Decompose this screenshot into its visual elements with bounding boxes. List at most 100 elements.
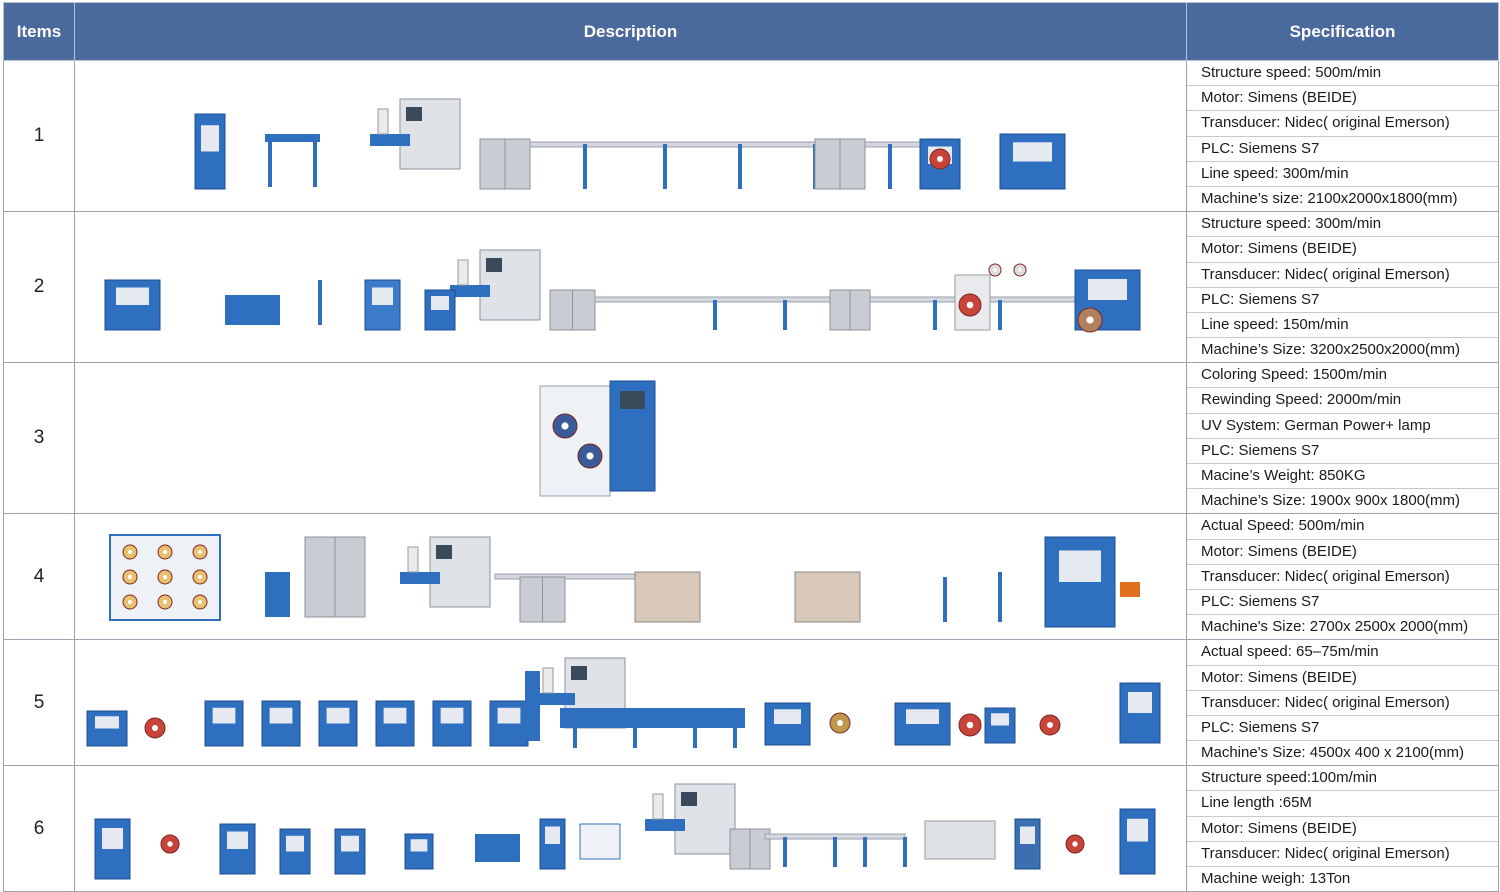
screen [620,390,645,409]
machine-panel [269,707,293,724]
support-leg [783,836,787,867]
machine-line-drawing [109,533,1140,628]
machine-panel [991,713,1009,726]
reel-hub [167,841,173,847]
support-leg [733,727,737,748]
machine-line-drawing [94,783,1156,880]
spec-line: Machine's Size: 4500x 400 x 2100(mm) [1201,744,1464,762]
spec-cell: Structure speed:100m/min Line length :65… [1186,765,1499,892]
pay-off-stand [265,133,320,142]
screen [571,665,587,680]
spec-line: Line length :65M [1187,791,1498,817]
machine-panel [286,835,304,852]
spec-table: Items Description Specification 1 Struct… [3,2,1499,892]
machine-panel [116,287,149,305]
machine-line-drawing [194,98,1066,190]
machine-panel [497,707,521,724]
spec-line: PLC: Siemens S7 [1187,288,1498,313]
spec-line: Motor: Simens (BEIDE) [1187,540,1498,565]
spec-line: Transducer: Nidec( original Emerson) [1187,565,1498,590]
spec-cell: Coloring Speed: 1500m/min Rewinding Spee… [1186,362,1499,515]
support-leg [313,141,317,187]
support-leg [933,299,937,330]
support-leg [783,299,787,330]
header-items: Items [3,2,75,61]
reel-hub [127,549,133,554]
machine-panel [1059,550,1101,582]
table-row: 5 Actual speed: 65–75m/min Motor: Simens… [3,639,1499,767]
spec-line: Structure speed: 500m/min [1187,61,1498,87]
armoring-unit [634,571,701,623]
spec-cell: Structure speed: 500m/min Motor: Simens … [1186,59,1499,213]
support-leg [888,143,892,189]
spec-line: Motor: Simens (BEIDE) [1187,86,1498,112]
coloring-machine-frame [539,385,611,497]
frame [579,823,621,860]
spec-line: Machine’s size: 2100x2000x1800(mm) [1201,189,1458,207]
spec-line: Structure speed:100m/min [1187,766,1498,792]
spec-line: Macine’s Weight: 850KG [1187,464,1498,490]
support-leg [863,836,867,867]
support-leg [903,836,907,867]
reel-hub [162,549,168,554]
item-number: 6 [3,765,75,892]
spec-line: Actual speed: 65–75m/min [1187,640,1498,666]
machine-line-drawing [104,249,1141,333]
item-number: 2 [3,211,75,364]
reel-hub [561,422,569,430]
spec-line: Actual Speed: 500m/min [1187,514,1498,540]
reel-hub [1086,316,1094,324]
reel-hub [1047,721,1053,728]
reel-hub [993,267,997,272]
machine-panel [212,707,236,724]
screen [406,106,422,121]
take-up-orange [1120,581,1140,597]
support-leg [633,727,637,748]
spec-line: Rewinding Speed: 2000m/min [1187,388,1498,414]
support-leg [268,141,272,187]
reel-hub [197,549,203,554]
item-number: 4 [3,513,75,641]
strander [225,294,280,325]
spec-line: Coloring Speed: 1500m/min [1187,363,1498,389]
spec-line: Structure speed: 300m/min [1187,212,1498,238]
extruder-barrel [450,284,490,297]
spec-line: PLC: Siemens S7 [1187,439,1498,464]
spec-line: Transducer: Nidec( original Emerson) [1187,842,1498,867]
machine-line-image [74,765,1187,892]
reel-hub [152,724,158,731]
machine-panel [1128,691,1152,713]
spec-line: Machine’s Size: 1900x 900x 1800(mm) [1201,492,1461,510]
reel-hub [1018,267,1022,272]
machine-panel [341,835,359,852]
support-leg [833,836,837,867]
tank [265,571,290,617]
extruder-barrel [645,818,685,831]
machine-line-drawing [86,657,1161,748]
reel-hub [162,574,168,579]
machine-line-image [74,211,1187,364]
spec-cell: Actual speed: 65–75m/min Motor: Simens (… [1186,639,1499,767]
spec-line: Machine weigh: 13Ton [1201,870,1351,887]
machine-panel [440,707,464,724]
spec-line: PLC: Siemens S7 [1187,137,1498,162]
table-row: 3 Coloring Speed: 1500m/min Rewinding Sp… [3,362,1499,515]
support-leg [943,576,947,622]
hopper [377,108,389,135]
column [525,670,540,741]
reel-hub [966,721,974,729]
extruder-barrel [400,571,440,584]
support-leg [583,143,587,189]
extruder-barrel [535,692,575,705]
spec-line: Transducer: Nidec( original Emerson) [1187,111,1498,137]
table-row: 2 Structure speed: 300m/min Motor: Simen… [3,211,1499,364]
machine-panel [383,707,407,724]
machine-line-image [74,362,1187,515]
support-leg [573,727,577,748]
hopper [542,667,554,694]
table-row: 1 Structure speed: 500m/min Motor: Simen… [3,59,1499,213]
hopper [652,793,664,820]
reel-hub [837,719,843,726]
table-row: 6 Structure speed:100m/min Line length :… [3,765,1499,892]
unit [475,833,520,862]
